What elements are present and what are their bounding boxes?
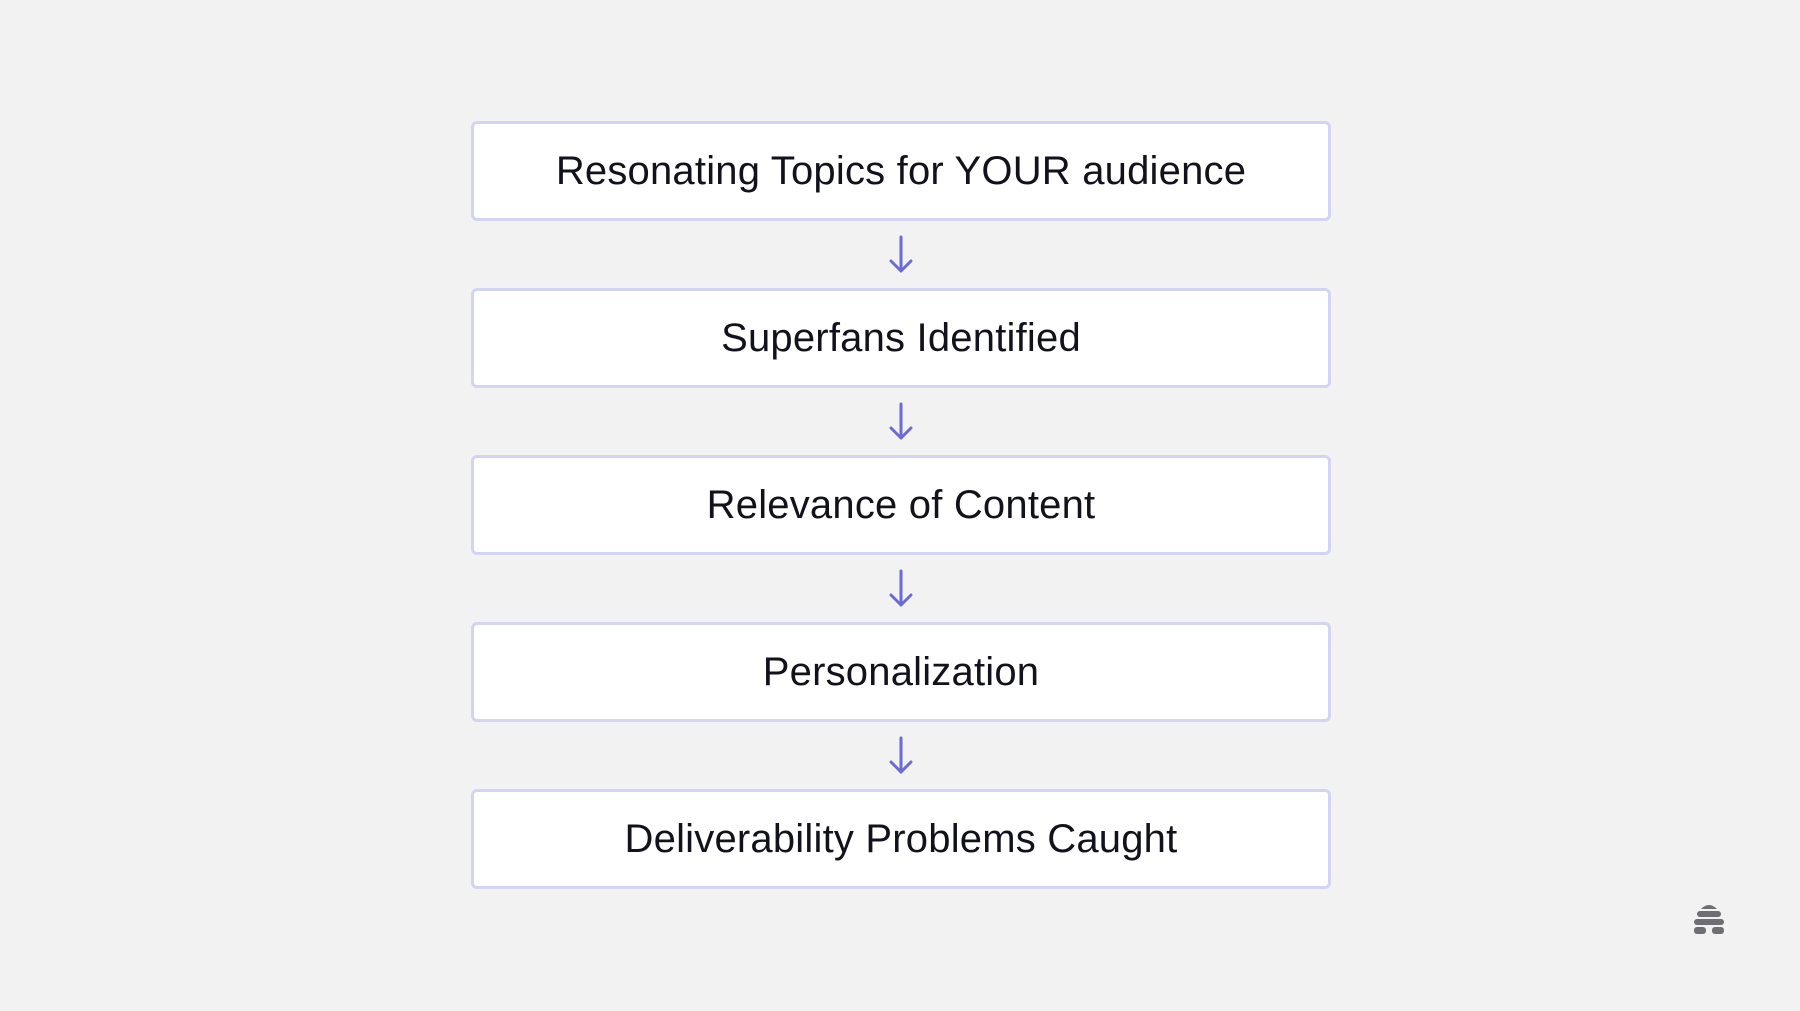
down-arrow-icon — [471, 722, 1331, 789]
step-label: Superfans Identified — [721, 315, 1081, 360]
beehive-logo-icon — [1692, 902, 1726, 938]
step-resonating-topics: Resonating Topics for YOUR audience — [471, 121, 1331, 221]
step-label: Resonating Topics for YOUR audience — [555, 148, 1247, 193]
down-arrow-icon — [471, 388, 1331, 455]
step-deliverability-problems: Deliverability Problems Caught — [471, 789, 1331, 889]
step-relevance-of-content: Relevance of Content — [471, 455, 1331, 555]
step-label: Deliverability Problems Caught — [624, 816, 1178, 861]
down-arrow-icon — [471, 555, 1331, 622]
step-personalization: Personalization — [471, 622, 1331, 722]
step-label: Personalization — [762, 649, 1040, 694]
step-superfans-identified: Superfans Identified — [471, 288, 1331, 388]
down-arrow-icon — [471, 221, 1331, 288]
step-label: Relevance of Content — [706, 482, 1096, 527]
flow-diagram: Resonating Topics for YOUR audience Supe… — [471, 121, 1331, 889]
